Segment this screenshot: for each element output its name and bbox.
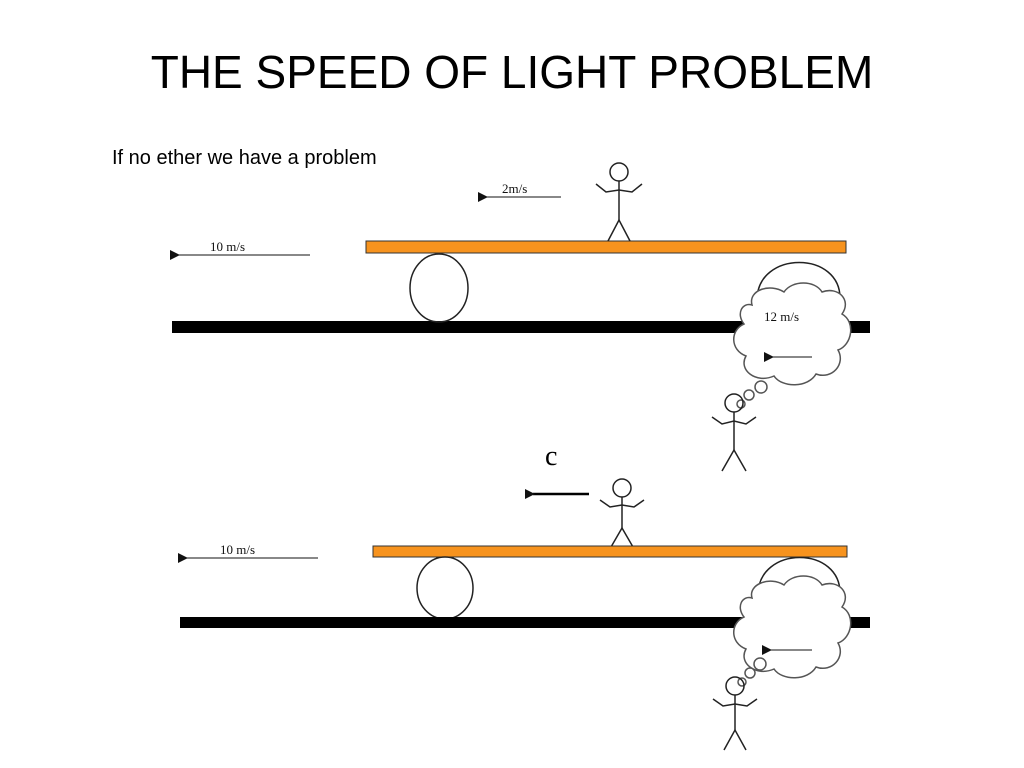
platform-bottom bbox=[372, 545, 848, 558]
stick-figure-on-train-bottom bbox=[599, 478, 645, 548]
caption-text: If no ether we have a problem bbox=[112, 147, 377, 169]
track-top bbox=[172, 321, 870, 333]
speed-of-light-label: c bbox=[545, 441, 557, 472]
train-speed-label-top: 10 m/s bbox=[210, 239, 245, 254]
thought-cloud-top bbox=[733, 282, 852, 409]
stick-figure-on-train-top bbox=[595, 162, 643, 242]
wheel-right-top bbox=[756, 261, 841, 301]
wheel-left-bottom bbox=[416, 556, 474, 620]
wheel-left-top bbox=[409, 253, 469, 323]
stick-figure-observer-bottom bbox=[712, 676, 758, 751]
track-bottom bbox=[180, 617, 870, 628]
thought-speed-label-top: 12 m/s bbox=[764, 309, 799, 324]
thought-cloud-bottom bbox=[733, 575, 852, 687]
train-speed-label-bottom: 10 m/s bbox=[220, 542, 255, 557]
platform-top bbox=[365, 240, 847, 254]
scene-bottom: 10 m/s bbox=[178, 478, 870, 751]
wheel-right-bottom bbox=[757, 556, 841, 596]
person-speed-label-top: 2m/s bbox=[502, 181, 527, 196]
slide-title: THE SPEED OF LIGHT PROBLEM bbox=[150, 46, 874, 98]
scene-top: 2m/s 10 m/s 12 m/s bbox=[170, 162, 870, 472]
stick-figure-observer-top bbox=[711, 393, 757, 472]
